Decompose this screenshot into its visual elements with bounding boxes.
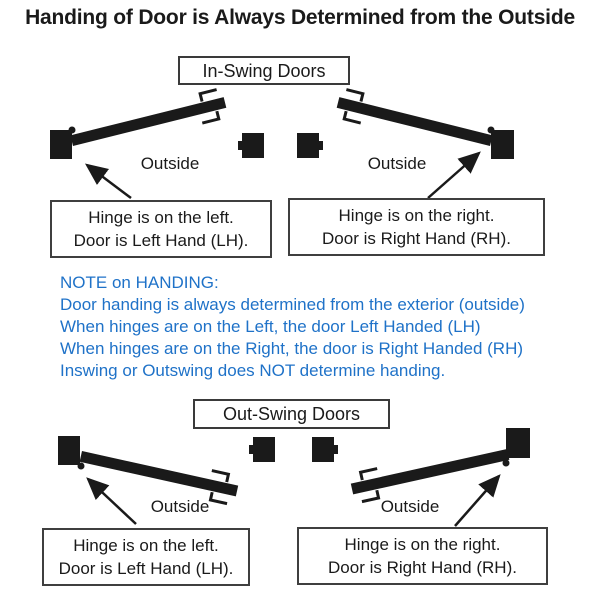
caption-line: Door is Left Hand (LH).: [58, 559, 234, 578]
caption-line: Door is Left Hand (LH).: [73, 231, 249, 250]
outswing-left-door-diagram: [58, 436, 275, 525]
strike-jamb: [312, 437, 334, 462]
outswing-right-door-diagram: [312, 428, 530, 527]
door-handle-icon: [342, 110, 362, 125]
note-line: NOTE on HANDING:: [60, 273, 219, 292]
caption-line: Hinge is on the left.: [88, 208, 234, 227]
caption-line: Hinge is on the right.: [338, 206, 495, 225]
strike-latch-icon: [318, 141, 323, 150]
note-line: When hinges are on the Right, the door i…: [60, 339, 524, 358]
strike-jamb: [242, 133, 264, 158]
outside-label: Outside: [150, 497, 210, 516]
strike-latch-icon: [249, 445, 254, 454]
hinge-pin-icon: [77, 462, 85, 470]
hinge-jamb: [506, 428, 530, 458]
outside-label: Outside: [367, 154, 427, 173]
strike-jamb: [297, 133, 319, 158]
note-line: Inswing or Outswing does NOT determine h…: [60, 361, 446, 380]
door-handle-icon: [358, 467, 378, 481]
pointer-arrow: [427, 151, 481, 199]
inswing-section-header: In-Swing Doors: [178, 56, 350, 85]
caption-line: Hinge is on the left.: [73, 536, 219, 555]
hinge-jamb: [50, 130, 72, 159]
outswing-section-header: Out-Swing Doors: [193, 399, 390, 429]
inswing-left-caption-box: Hinge is on the left. Door is Left Hand …: [50, 200, 272, 258]
hinge-jamb: [491, 130, 514, 159]
pointer-arrow: [85, 163, 132, 199]
pointer-arrow: [86, 477, 137, 525]
door-leaf: [336, 97, 493, 146]
caption-line: Door is Right Hand (RH).: [322, 229, 511, 248]
door-handle-icon: [361, 489, 381, 504]
pointer-arrow: [454, 474, 501, 527]
outside-label: Outside: [380, 497, 440, 516]
handing-note: NOTE on HANDING: Door handing is always …: [60, 272, 580, 382]
strike-latch-icon: [238, 141, 243, 150]
note-line: Door handing is always determined from t…: [60, 295, 525, 314]
door-handle-icon: [201, 110, 221, 125]
door-handle-icon: [198, 88, 217, 102]
caption-line: Door is Right Hand (RH).: [328, 558, 517, 577]
inswing-right-door-diagram: [297, 88, 514, 199]
hinge-pin-icon: [502, 459, 510, 467]
inswing-right-caption-box: Hinge is on the right. Door is Right Han…: [288, 198, 545, 256]
door-handle-icon: [346, 88, 365, 102]
door-handle-icon: [211, 469, 231, 483]
caption-line: Hinge is on the right.: [344, 535, 501, 554]
hinge-pin-icon: [68, 126, 76, 134]
door-leaf: [350, 449, 510, 495]
door-leaf: [70, 97, 227, 146]
hinge-jamb: [58, 436, 80, 465]
strike-latch-icon: [333, 445, 338, 454]
outswing-left-caption-box: Hinge is on the left. Door is Left Hand …: [42, 528, 250, 586]
door-leaf: [79, 451, 239, 497]
note-line: When hinges are on the Left, the door Le…: [60, 317, 481, 336]
door-handle-icon: [208, 491, 228, 506]
strike-jamb: [253, 437, 275, 462]
outside-label: Outside: [140, 154, 200, 173]
inswing-left-door-diagram: [50, 88, 264, 199]
page-title: Handing of Door is Always Determined fro…: [25, 6, 575, 29]
outswing-right-caption-box: Hinge is on the right. Door is Right Han…: [297, 527, 548, 585]
